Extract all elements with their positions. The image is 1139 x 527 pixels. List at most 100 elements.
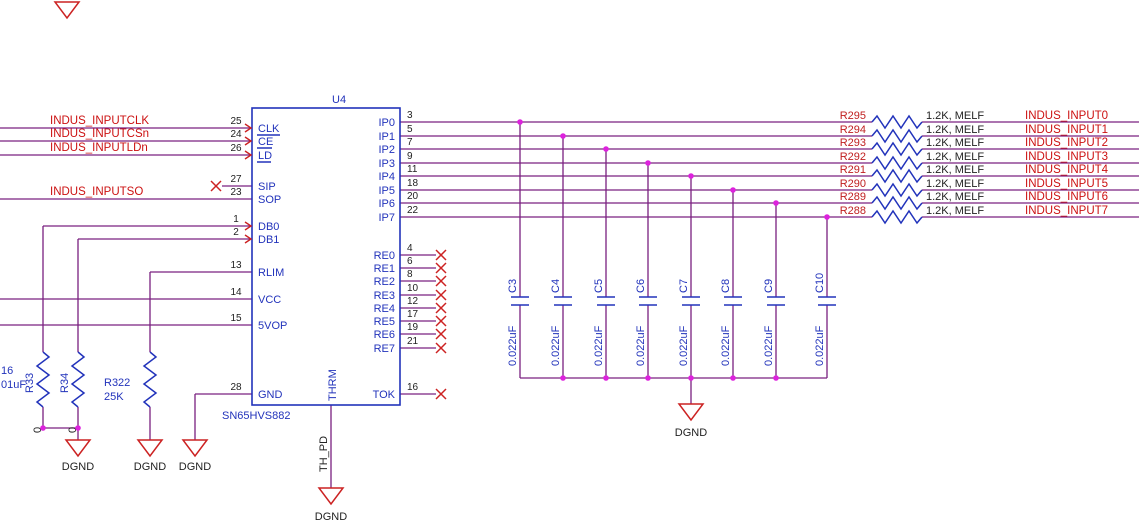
capacitor-refdes: C5 xyxy=(593,279,605,293)
clipped-part-value: 01uF xyxy=(1,379,26,391)
pin-number: 8 xyxy=(407,269,413,280)
resistor-refdes: R289 xyxy=(840,191,866,203)
capacitor-refdes: C7 xyxy=(678,279,690,293)
pin-number: 12 xyxy=(407,296,419,307)
net-label-indus-input7: INDUS_INPUT7 xyxy=(1025,205,1108,217)
pin-name-re6: RE6 xyxy=(374,329,395,341)
pull-components: R33 R34 0 0 R322 25K 16 01uF xyxy=(1,351,158,433)
resistor-refdes: R291 xyxy=(840,164,866,176)
resistor-value: 0 xyxy=(32,427,44,433)
pin-name-re3: RE3 xyxy=(374,290,395,302)
pin-number: 5 xyxy=(407,124,413,135)
net-label-indus-input1: INDUS_INPUT1 xyxy=(1025,124,1108,136)
resistor-refdes: R288 xyxy=(840,205,866,217)
pin-name-sop: SOP xyxy=(258,194,281,206)
pin-name-ip3: IP3 xyxy=(378,158,395,170)
resistor-value: 1.2K, MELF xyxy=(926,191,984,203)
resistor-value: 1.2K, MELF xyxy=(926,110,984,122)
pin-number: 13 xyxy=(230,260,242,271)
resistor-refdes: R34 xyxy=(59,373,71,393)
pin-number: 26 xyxy=(230,143,242,154)
pin-number: 18 xyxy=(407,178,419,189)
no-connect-marks xyxy=(210,180,447,400)
pin-number: 16 xyxy=(407,382,419,393)
pin-number: 2 xyxy=(233,227,239,238)
pin-number: 15 xyxy=(230,313,242,324)
capacitor-value: 0.022uF xyxy=(720,325,732,366)
resistor-value: 1.2K, MELF xyxy=(926,124,984,136)
pin-name-ip0: IP0 xyxy=(378,117,395,129)
capacitor-refdes: C8 xyxy=(720,279,732,293)
pin-number: 11 xyxy=(407,164,418,175)
ground-label: DGND xyxy=(315,511,347,523)
capacitor-refdes: C3 xyxy=(507,279,519,293)
pin-name-5vop: 5VOP xyxy=(258,320,287,332)
pin-number: 27 xyxy=(230,174,242,185)
ground-label: DGND xyxy=(62,461,94,473)
filter-capacitors: C3 C4 C5 C6 C7 C8 C9 C10 0.022uF 0.022uF… xyxy=(507,273,836,366)
capacitor-refdes: C10 xyxy=(814,273,826,293)
pin-number: 3 xyxy=(407,110,413,121)
resistor-value: 1.2K, MELF xyxy=(926,205,984,217)
pin-number: 19 xyxy=(407,322,419,333)
net-label-indus-input4: INDUS_INPUT4 xyxy=(1025,164,1109,176)
pin-number: 10 xyxy=(407,283,419,294)
resistor-value: 0 xyxy=(67,427,79,433)
left-net-labels: INDUS_INPUTCLK INDUS_INPUTCSn INDUS_INPU… xyxy=(50,115,149,198)
net-label-indus-inputcsn: INDUS_INPUTCSn xyxy=(50,128,149,140)
net-label-indus-input5: INDUS_INPUT5 xyxy=(1025,178,1108,190)
net-label-indus-input2: INDUS_INPUT2 xyxy=(1025,137,1108,149)
pin-direction-arrows xyxy=(244,123,253,244)
capacitor-value: 0.022uF xyxy=(635,325,647,366)
junction-dots xyxy=(40,119,830,431)
ground-label: DGND xyxy=(134,461,166,473)
pin-number: 14 xyxy=(230,287,242,298)
pin-name-ip1: IP1 xyxy=(378,131,395,143)
pin-name-vcc: VCC xyxy=(258,294,281,306)
net-label-indus-input0: INDUS_INPUT0 xyxy=(1025,110,1108,122)
pin-name-ce: CE xyxy=(258,136,273,148)
net-label-indus-input6: INDUS_INPUT6 xyxy=(1025,191,1108,203)
pin-name-ip2: IP2 xyxy=(378,144,395,156)
pin-number: 6 xyxy=(407,256,413,267)
capacitor-value: 0.022uF xyxy=(593,325,605,366)
resistor-refdes: R293 xyxy=(840,137,866,149)
dgnd-symbol xyxy=(677,403,705,422)
pin-number: 23 xyxy=(230,187,242,198)
pin-name-sip: SIP xyxy=(258,181,276,193)
wires xyxy=(0,121,1139,488)
resistor-value: 1.2K, MELF xyxy=(926,151,984,163)
ground-symbols: DGND DGND DGND DGND DGND xyxy=(53,1,707,523)
pin-number: 4 xyxy=(407,243,413,254)
resistor-value: 25K xyxy=(104,391,124,403)
capacitor-refdes: C4 xyxy=(550,279,562,293)
pin-name-re2: RE2 xyxy=(374,276,395,288)
resistor-value: 1.2K, MELF xyxy=(926,178,984,190)
pin-number: 28 xyxy=(230,382,242,393)
pin-name-clk: CLK xyxy=(258,123,280,135)
resistor-refdes: R292 xyxy=(840,151,866,163)
ic-refdes: U4 xyxy=(332,94,346,106)
capacitor-value: 0.022uF xyxy=(814,325,826,366)
pin-name-rlim: RLIM xyxy=(258,267,284,279)
pin-number: 25 xyxy=(230,116,242,127)
pin-number: 21 xyxy=(407,336,419,347)
net-label-th-pd: TH_PD xyxy=(318,436,330,472)
dgnd-symbol xyxy=(317,487,345,506)
net-label-indus-inputso: INDUS_INPUTSO xyxy=(50,186,143,198)
resistor-value: 1.2K, MELF xyxy=(926,164,984,176)
capacitor-refdes: C9 xyxy=(763,279,775,293)
dgnd-symbol xyxy=(181,439,209,458)
clipped-part-refdes: 16 xyxy=(1,365,13,377)
pin-name-ld: LD xyxy=(258,150,272,162)
pin-name-ip6: IP6 xyxy=(378,198,395,210)
capacitor-value: 0.022uF xyxy=(678,325,690,366)
capacitor-value: 0.022uF xyxy=(507,325,519,366)
capacitor-refdes: C6 xyxy=(635,279,647,293)
net-label-indus-input3: INDUS_INPUT3 xyxy=(1025,151,1108,163)
ic-part-number: SN65HVS882 xyxy=(222,410,291,422)
net-label-indus-inputclk: INDUS_INPUTCLK xyxy=(50,115,149,127)
resistor-value: 1.2K, MELF xyxy=(926,137,984,149)
resistor-refdes: R322 xyxy=(104,377,130,389)
